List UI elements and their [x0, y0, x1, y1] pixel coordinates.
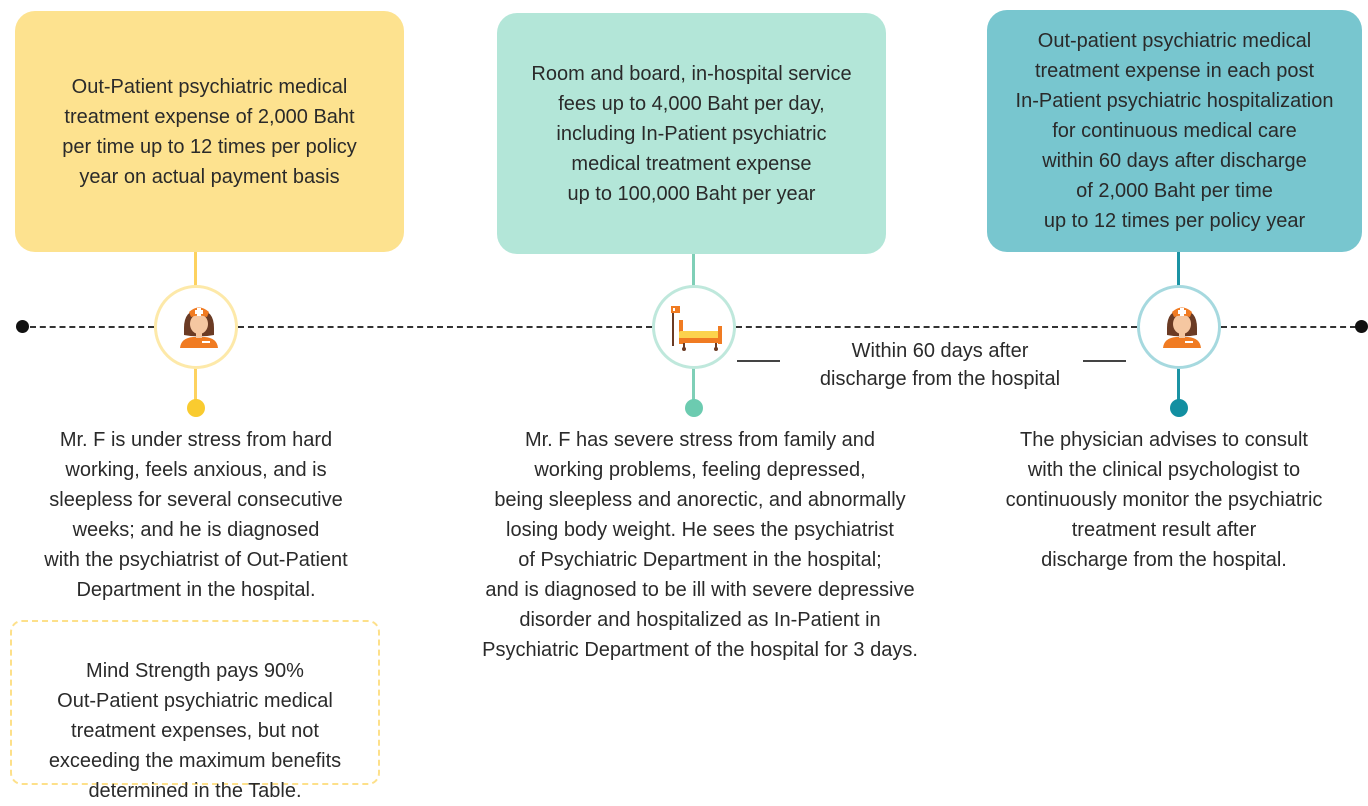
- ipd-benefit-text: Room and board, in-hospital service fees…: [531, 62, 852, 205]
- post-ipd-benefit-text: Out-patient psychiatric medical treatmen…: [1015, 30, 1334, 232]
- step-1-description: Mr. F is under stress from hard working,…: [44, 429, 348, 601]
- within-underline-left: [737, 360, 780, 362]
- ipd-benefit-card: Room and board, in-hospital service fees…: [497, 13, 886, 254]
- benefit-note-box: Mind Strength pays 90% Out-Patient psych…: [10, 620, 380, 802]
- timeline-dash: [736, 326, 1137, 328]
- benefit-note-text: Mind Strength pays 90% Out-Patient psych…: [48, 660, 342, 802]
- post-ipd-benefit-card: Out-patient psychiatric medical treatmen…: [987, 10, 1362, 252]
- within-60-days-label: Within 60 days after discharge from the …: [819, 340, 1061, 390]
- nurse-icon-circle-2: [1137, 285, 1221, 369]
- timeline-dash: [1221, 326, 1356, 328]
- nurse-icon-circle-1: [154, 285, 238, 369]
- hospital-bed-icon: [671, 306, 722, 351]
- nurse-icon: [1163, 307, 1201, 348]
- step-dot-2: [685, 399, 703, 417]
- within-underline-right: [1083, 360, 1126, 362]
- step-dot-3: [1170, 399, 1188, 417]
- opd-benefit-text: Out-Patient psychiatric medical treatmen…: [62, 75, 357, 188]
- step-3-description: The physician advises to consult with th…: [1005, 429, 1323, 571]
- timeline-dash: [238, 326, 652, 328]
- timeline-dash: [30, 326, 154, 328]
- opd-benefit-card: Out-Patient psychiatric medical treatmen…: [15, 11, 404, 252]
- timeline-start-dot: [16, 320, 29, 333]
- step-2-description: Mr. F has severe stress from family and …: [482, 429, 918, 661]
- timeline-end-dot: [1355, 320, 1368, 333]
- nurse-icon: [180, 307, 218, 348]
- bed-icon-circle: [652, 285, 736, 369]
- step-dot-1: [187, 399, 205, 417]
